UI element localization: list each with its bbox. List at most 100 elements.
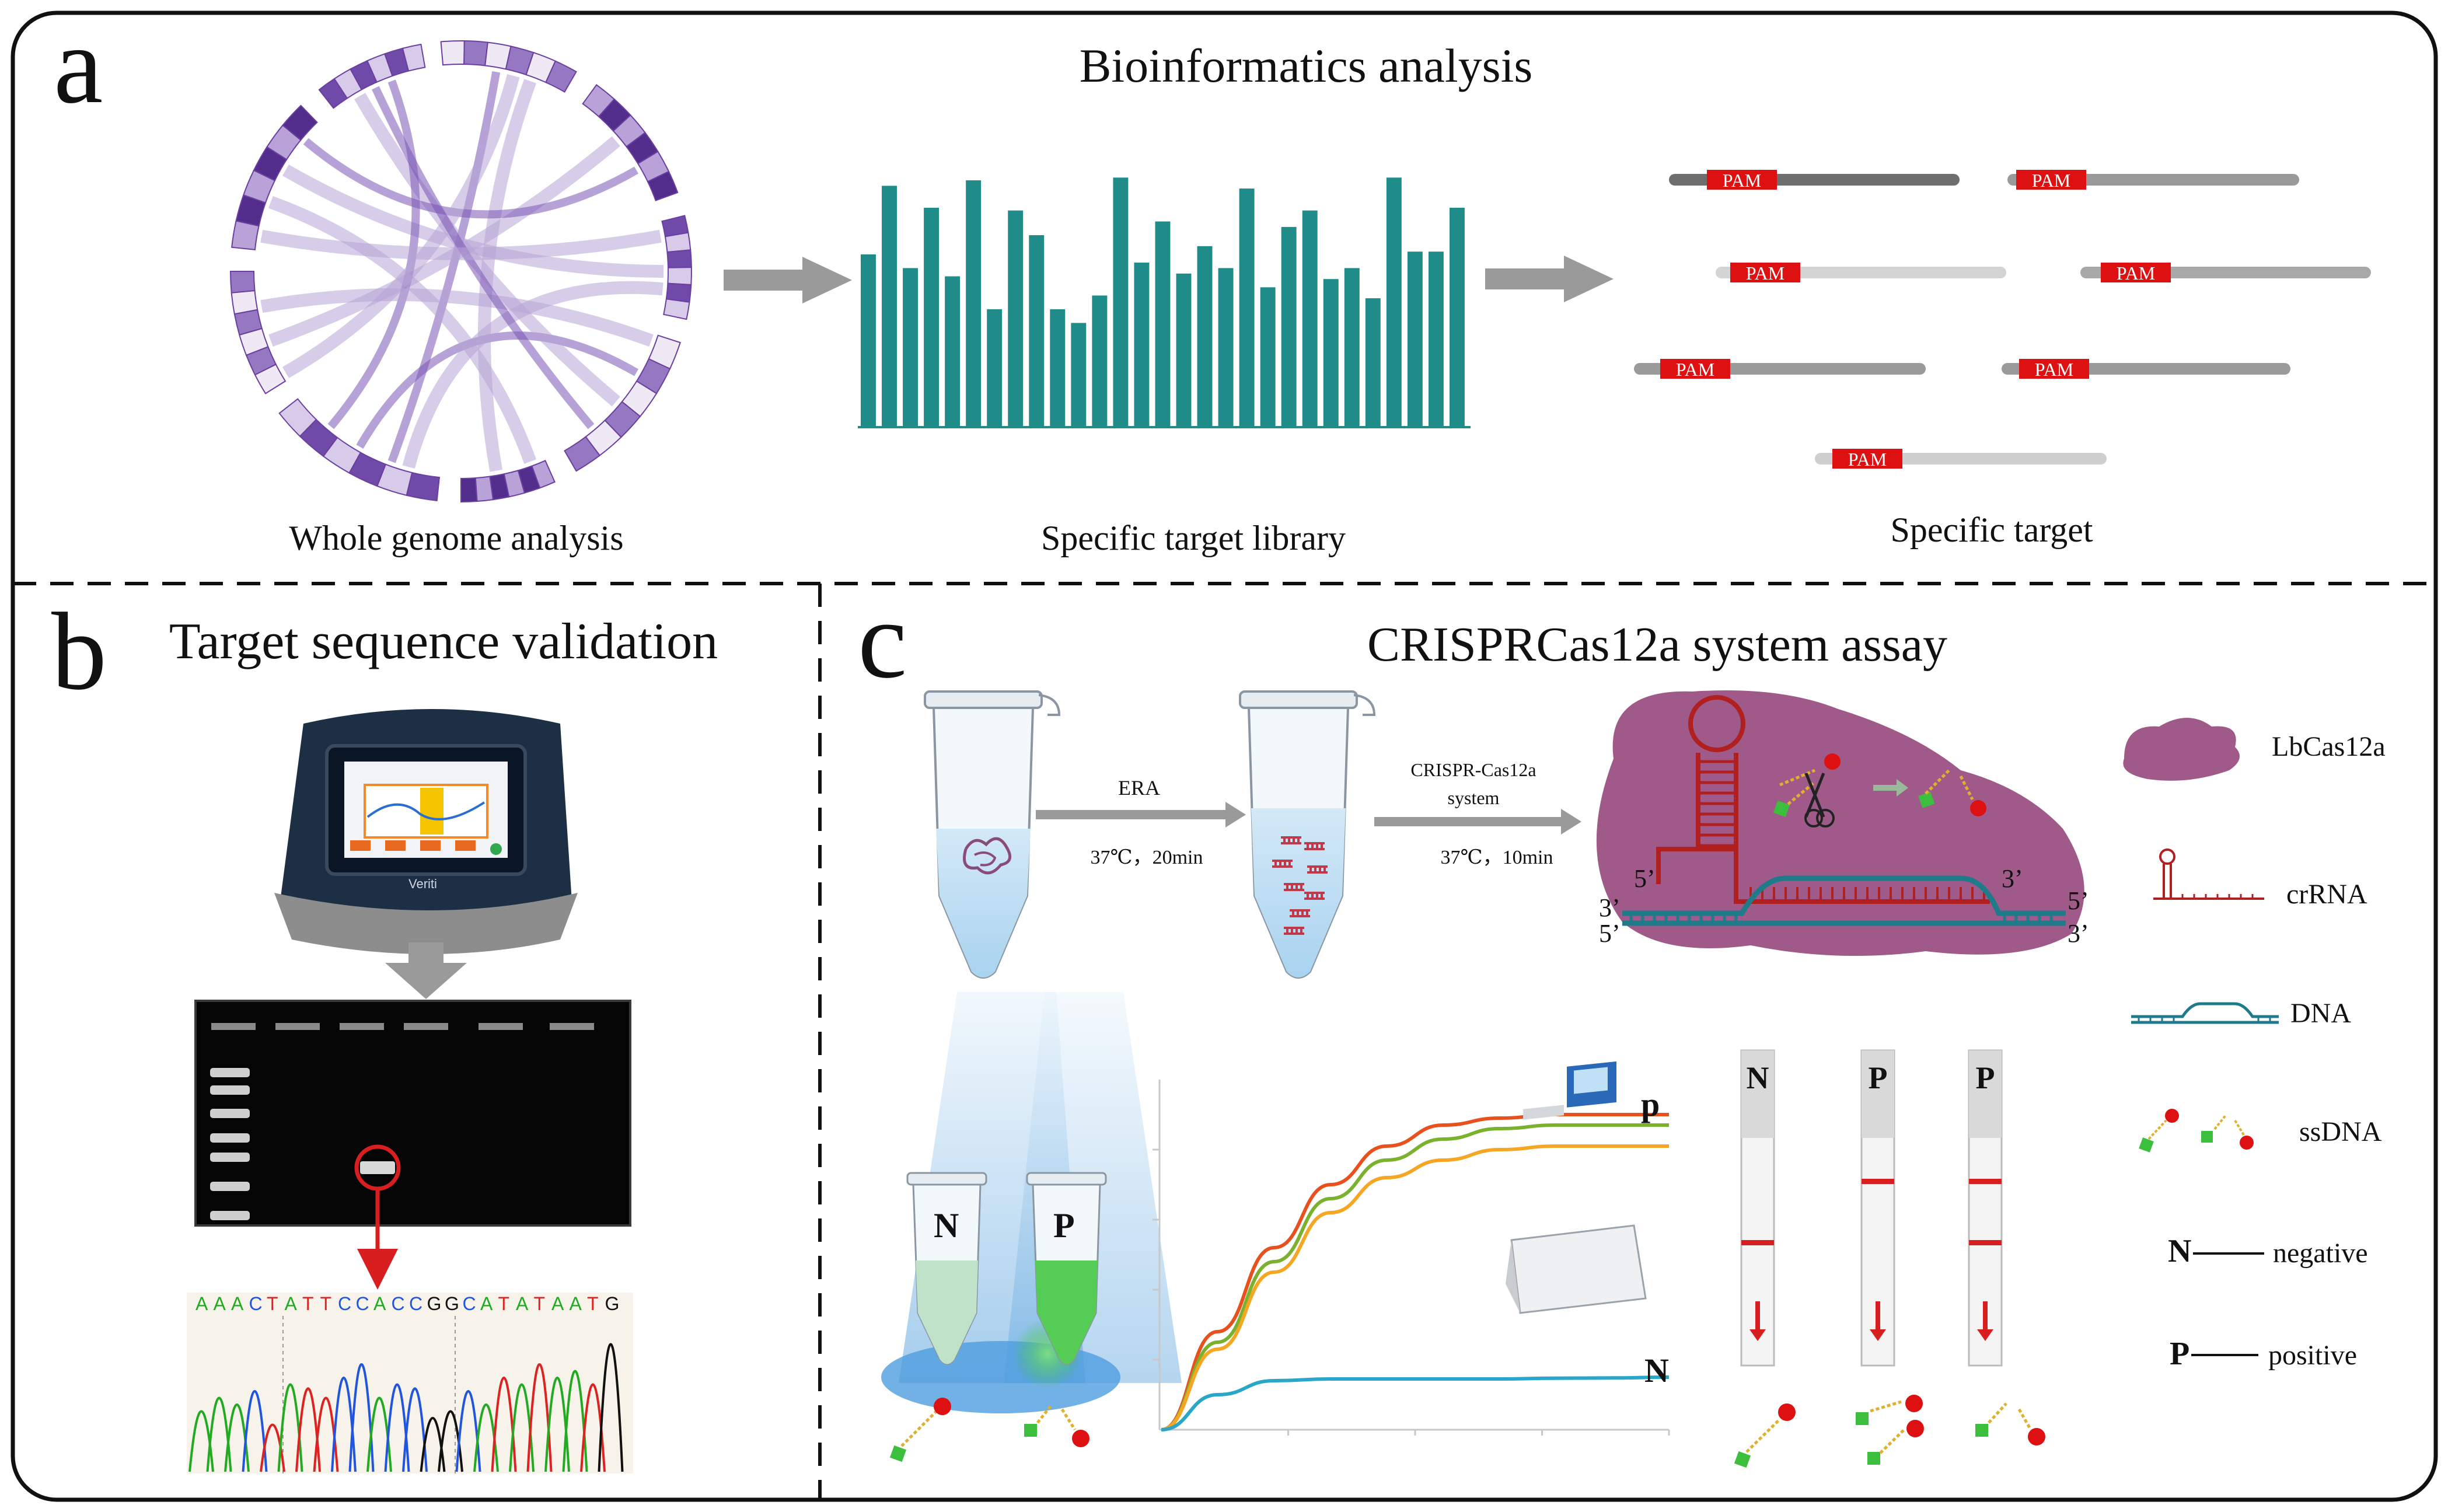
sequence-base: G (605, 1293, 620, 1314)
pam-box (1730, 263, 1800, 282)
panel-c-title: CRISPRCas12a system assay (1367, 617, 1947, 672)
sequence-base: C (356, 1293, 369, 1314)
circos-segment (229, 271, 256, 294)
pam-box (2101, 263, 2171, 282)
circos-link (477, 79, 537, 472)
library-bar (861, 254, 876, 427)
pam-box (2019, 359, 2089, 379)
pam-label: PAM (1746, 263, 1785, 284)
library-bar (966, 180, 982, 427)
circos-segment (664, 232, 692, 253)
circos-link (268, 195, 537, 464)
tube-positive-label: P (1053, 1206, 1075, 1245)
gel-wells (211, 1023, 594, 1030)
panel-b: b Target sequence validation Veriti (51, 591, 718, 1473)
curve-label-negative: N (1644, 1352, 1669, 1389)
caption-specific-target: Specific target (1890, 511, 2093, 549)
arrow-c2 (1374, 809, 1581, 834)
chromatogram-peak (455, 1390, 481, 1472)
strip-label-pad (1862, 1050, 1894, 1138)
circos-segment (463, 40, 488, 67)
pam-label: PAM (1676, 359, 1714, 380)
library-bar (1218, 268, 1234, 427)
sequence-base: A (373, 1293, 386, 1314)
circos-link (260, 229, 662, 260)
legend-neg-text: negative (2273, 1238, 2368, 1269)
sequence-base: T (302, 1293, 314, 1314)
plate-reader-device (1506, 1061, 1647, 1314)
circos-segment (231, 289, 259, 315)
sequence-base: C (338, 1293, 351, 1314)
sequence-base: A (570, 1293, 582, 1314)
tube-sample (924, 690, 1061, 979)
legend-neg-key: N (2168, 1233, 2191, 1269)
library-bar (1365, 298, 1381, 427)
amplicon-mark (1290, 909, 1310, 917)
sequence-base: A (231, 1293, 244, 1314)
sequence-base: A (285, 1293, 298, 1314)
strip-band (1862, 1179, 1894, 1184)
library-bar (1134, 263, 1150, 427)
sequence-base: G (445, 1293, 459, 1314)
panel-a-title: Bioinformatics analysis (1080, 39, 1533, 92)
chromatogram-peak (402, 1387, 428, 1472)
step2-condition: 37℃，10min (1441, 847, 1553, 868)
library-bar (1344, 268, 1360, 427)
library-bar (1050, 309, 1066, 427)
legend-cas-shape (2123, 718, 2240, 781)
sequence-base: T (320, 1293, 332, 1314)
library-bar (1281, 226, 1297, 427)
legend-ssdna-icon (2139, 1109, 2254, 1153)
circos-segment (545, 60, 577, 93)
step2-label-1: CRISPR-Cas12a (1410, 759, 1536, 780)
library-bar (882, 186, 897, 427)
library-bar (903, 268, 919, 427)
fluorescence-chart: p N (1153, 1061, 1670, 1436)
ladder-band (210, 1153, 250, 1162)
ladder-band (210, 1109, 250, 1118)
dna-ladder (210, 1068, 250, 1220)
circos-segment (282, 104, 318, 141)
gel-well (211, 1023, 256, 1030)
circos-segment (663, 298, 690, 320)
curve-label-positive: p (1641, 1085, 1660, 1123)
library-bar (1428, 252, 1444, 427)
panel-b-letter: b (51, 591, 107, 713)
tube-amplified (1239, 690, 1376, 979)
pam-label: PAM (2032, 170, 2070, 191)
sequence-base: T (534, 1293, 546, 1314)
legend-cas-label: LbCas12a (2272, 731, 2386, 762)
amplicon-mark (1281, 836, 1301, 844)
sequence-base: A (516, 1293, 529, 1314)
strip-band (1741, 1240, 1774, 1245)
arrow-a2 (1485, 256, 1614, 302)
strip-label: N (1747, 1060, 1769, 1095)
panel-a: a Bioinformatics analysis Whole genome a… (54, 4, 2371, 557)
sequence-base: C (392, 1293, 405, 1314)
amplicon-mark (1284, 883, 1304, 891)
end-3-dna-right: 3’ (2068, 919, 2089, 948)
chromatogram-peak (348, 1363, 375, 1472)
amplicon-mark (1304, 842, 1325, 850)
library-bar (1008, 210, 1024, 427)
ladder-band (210, 1085, 250, 1095)
tube-negative: N (906, 1172, 987, 1365)
end-3-crrna: 3’ (2002, 864, 2023, 893)
gel-well (275, 1023, 320, 1030)
gel-well (340, 1023, 384, 1030)
library-bar (987, 309, 1003, 427)
sequence-base: G (427, 1293, 442, 1314)
library-bar (1386, 177, 1402, 427)
circos-segment (401, 43, 426, 72)
step1-label: ERA (1118, 776, 1160, 799)
sequence-base: A (195, 1293, 208, 1314)
circos-segment (460, 477, 478, 503)
sequence-base: C (409, 1293, 422, 1314)
ladder-band (210, 1182, 250, 1191)
strip-label: P (1869, 1060, 1888, 1095)
panel-a-letter: a (54, 4, 103, 127)
